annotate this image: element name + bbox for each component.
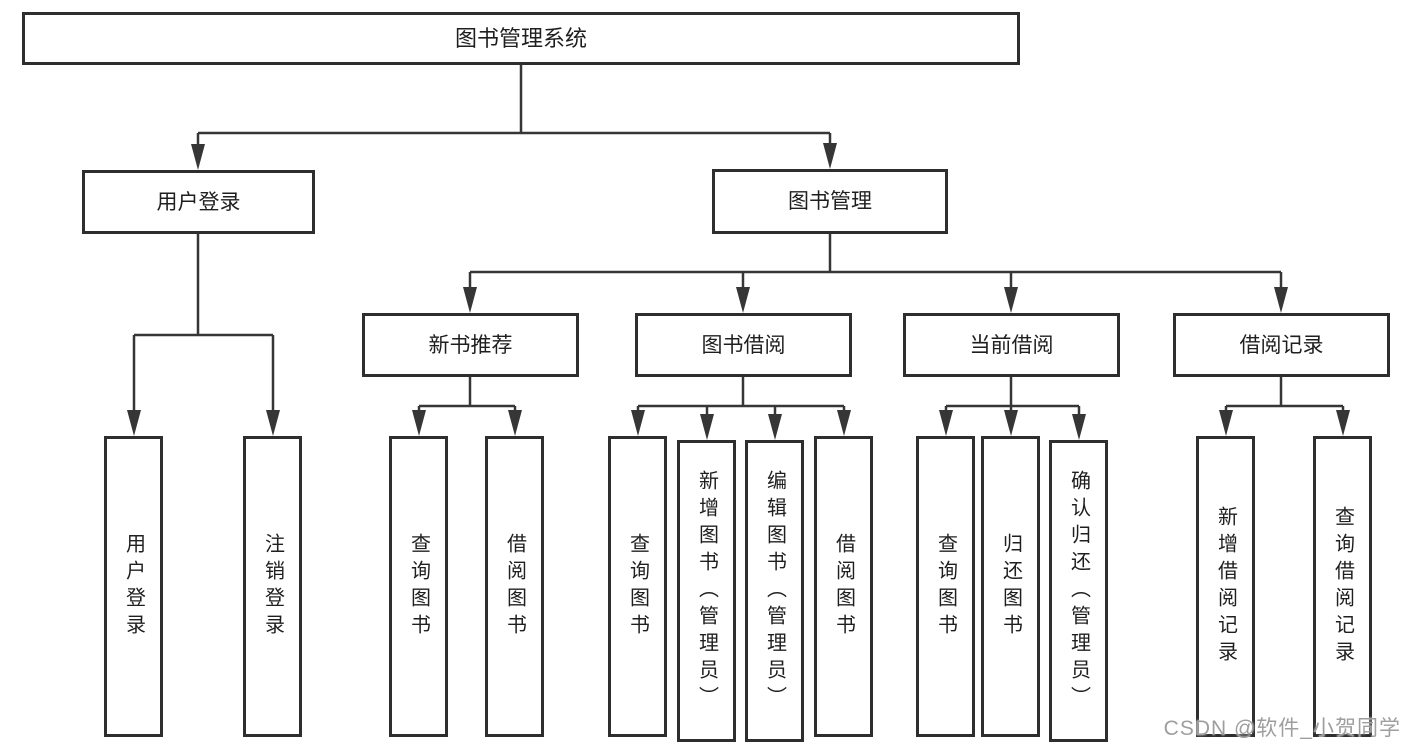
leaf-user-login: 用户登录 <box>104 436 163 737</box>
node-book-management: 图书管理 <box>712 169 948 234</box>
leaf-add-books-admin: 新增图书（管理员） <box>677 440 736 742</box>
leaf-add-borrow-record: 新增借阅记录 <box>1196 436 1255 737</box>
csdn-watermark: CSDN @软件_小贺同学 <box>1163 717 1401 740</box>
leaf-edit-books-admin: 编辑图书（管理员） <box>745 440 804 742</box>
node-library-management-system: 图书管理系统 <box>22 12 1020 65</box>
node-current-borrow: 当前借阅 <box>903 313 1120 377</box>
leaf-query-borrow-record: 查询借阅记录 <box>1313 436 1372 737</box>
leaf-confirm-return-admin: 确认归还（管理员） <box>1049 440 1108 742</box>
leaf-query-books-borrow: 查询图书 <box>608 436 667 737</box>
node-new-book-recommend: 新书推荐 <box>362 313 579 377</box>
connector-arrowheads <box>127 143 1350 440</box>
node-book-borrow: 图书借阅 <box>635 313 852 377</box>
leaf-borrow-books: 借阅图书 <box>814 436 873 737</box>
leaf-return-books: 归还图书 <box>981 436 1040 737</box>
node-borrow-record: 借阅记录 <box>1173 313 1390 377</box>
leaf-query-books-recommend: 查询图书 <box>389 436 448 737</box>
node-user-login: 用户登录 <box>82 170 315 234</box>
leaf-query-books-current: 查询图书 <box>916 436 975 737</box>
leaf-logout: 注销登录 <box>243 436 302 737</box>
leaf-borrow-books-recommend: 借阅图书 <box>485 436 544 737</box>
